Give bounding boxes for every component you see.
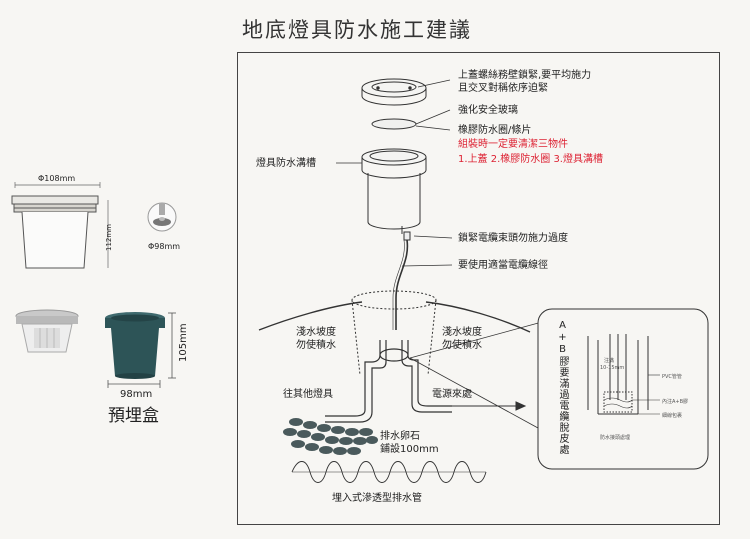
box-label: 預埋盒 <box>108 406 159 426</box>
fixture-housing-drawing <box>361 148 427 241</box>
slope-right-label: 淺水坡度 <box>442 327 482 338</box>
detail-pvc-drawing <box>587 334 660 415</box>
callout-cable-head: 鎖緊電纜束頭勿施力過度 <box>458 233 568 244</box>
cover-ring-drawing <box>361 78 427 106</box>
slope-right-label-2: 勿使積水 <box>442 340 482 351</box>
callout-housing: 燈具防水溝槽 <box>256 158 316 169</box>
callout-glass: 強化安全玻璃 <box>458 105 518 116</box>
embed-hole-drawing <box>351 290 437 376</box>
mounting-plate-drawing <box>147 202 177 232</box>
power-source-label: 電源來處 <box>432 389 472 400</box>
detail-inner-glue-label: 內注A+B膠 <box>662 399 689 405</box>
detail-pvc-label: PVC管管 <box>662 374 682 380</box>
ground-left <box>258 301 363 331</box>
callout-cover-2: 且交叉對稱依序迫緊 <box>458 83 548 94</box>
callout-assembly-note: 組裝時一定要清潔三物件 <box>458 139 568 150</box>
slope-left-label: 淺水坡度 <box>296 327 336 338</box>
detail-depth-range: 10-15mm <box>600 365 625 371</box>
detail-depth-note: 注滿 <box>604 358 615 364</box>
detail-caption: 防水接頭處理 <box>600 435 631 441</box>
gravel-label-2: 鋪設100mm <box>380 444 439 455</box>
fixture-photo <box>15 309 79 353</box>
page-title: 地底燈具防水施工建議 <box>242 18 472 42</box>
glass-drawing <box>371 118 417 130</box>
gravel-drawing <box>283 418 378 455</box>
callout-assembly-items: 1.上蓋 2.橡膠防水圈 3.燈具溝槽 <box>458 154 603 165</box>
callout-cable-gauge: 要使用適當電纜線徑 <box>458 260 548 271</box>
fixture-outline-drawing <box>11 182 109 269</box>
drain-pipe-label: 埋入式滲透型排水管 <box>332 493 422 504</box>
detail-vertical-text: A+B膠要滿過電纜脫皮處 <box>557 320 568 455</box>
slope-left-label-2: 勿使積水 <box>296 340 336 351</box>
dim-diameter-top: Φ108mm <box>38 174 76 183</box>
detail-wire-wrap-label: 細線包裹 <box>662 413 683 419</box>
drain-pipe-drawing <box>291 461 487 483</box>
detail-box <box>537 308 709 470</box>
dim-width-box: 98mm <box>120 389 153 400</box>
callout-gasket: 橡膠防水圈/條片 <box>458 125 532 136</box>
dim-diameter-hole: Φ98mm <box>148 242 181 251</box>
to-other-fixtures-label: 往其他燈具 <box>283 389 333 400</box>
conduit-pipes <box>325 340 452 423</box>
callout-cover: 上蓋螺絲務壁鎖緊,要平均施力 <box>458 70 592 81</box>
embed-box-photo <box>105 312 165 379</box>
diagram-panel <box>237 52 720 525</box>
gravel-label: 排水卵石 <box>380 431 420 442</box>
